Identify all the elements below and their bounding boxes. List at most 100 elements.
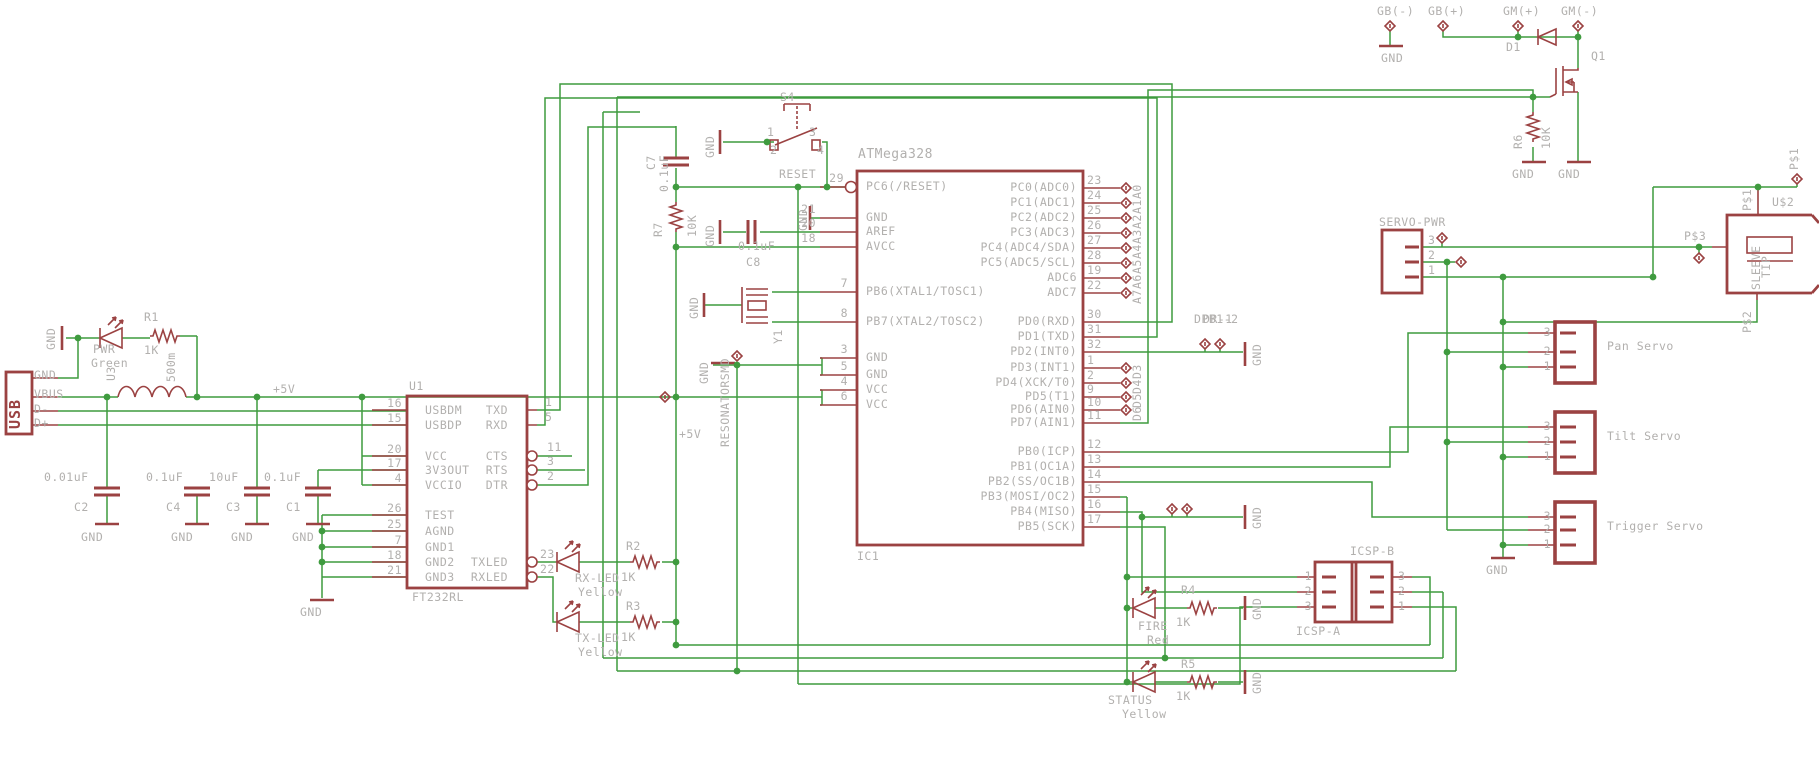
component-name-d1: D1 — [1506, 40, 1521, 54]
component-name-u3: U3 — [104, 366, 118, 381]
component-value-c7: 0.1uF — [657, 154, 671, 192]
pin-number: 2 — [547, 469, 555, 483]
pin-name: GND2 — [425, 555, 455, 569]
component-name-q1: Q1 — [1591, 49, 1606, 63]
component-value-r3: 1K — [621, 630, 636, 644]
led-label: Red — [1147, 633, 1170, 647]
pin-name: GND3 — [425, 570, 455, 584]
resistor-r2 — [629, 555, 661, 569]
net-label: A5 — [1130, 259, 1144, 274]
net-label: RESET — [779, 167, 817, 181]
pin-name: VBUS — [34, 387, 64, 401]
gnd-label: GND — [44, 327, 58, 350]
pin-name: PB7(XTAL2/TOSC2) — [866, 314, 985, 328]
gnd-label: GND — [300, 605, 323, 619]
net-label: A4 — [1130, 244, 1144, 259]
resistor-r3 — [629, 615, 661, 629]
pin-number: 3 — [1304, 599, 1312, 613]
component-name-r3: R3 — [626, 599, 641, 613]
connector-label: Trigger Servo — [1607, 519, 1704, 533]
led-label: Yellow — [578, 645, 623, 659]
pin-number: 8 — [840, 306, 848, 320]
net-label-gb-minus: GB(-) — [1377, 4, 1415, 18]
gnd-label: GND — [81, 530, 104, 544]
pin-name: AREF — [866, 224, 896, 238]
inductor-u3 — [117, 385, 187, 398]
gnd-label: GND — [171, 530, 194, 544]
pin-name: PC4(ADC4/SDA) — [980, 240, 1077, 254]
connector-label: SERVO-PWR — [1379, 215, 1446, 229]
pin-number: 24 — [1087, 188, 1102, 202]
pin-number: 4 — [840, 374, 848, 388]
pin-number: 1 — [1543, 359, 1551, 373]
pin-name: GND — [866, 350, 889, 364]
pin-name: RXLED — [470, 570, 508, 584]
led-label: TX-LED — [575, 631, 620, 645]
net-label-p3: P$3 — [1684, 229, 1707, 243]
gnd-label: GND — [796, 208, 810, 231]
gnd-label: GND — [697, 361, 711, 384]
pin-number: 1 — [1543, 537, 1551, 551]
component-name-r5: R5 — [1181, 657, 1196, 671]
net-label-gm-minus: GM(-) — [1561, 4, 1599, 18]
component-name-r7: R7 — [651, 222, 665, 237]
resistor-r7 — [669, 201, 683, 233]
net-label: +5V — [273, 382, 296, 396]
pin-name: PD2(INT0) — [1010, 344, 1077, 358]
pin-number: 22 — [540, 562, 555, 576]
pin-name: RTS — [485, 463, 508, 477]
pin-number: 25 — [1087, 203, 1102, 217]
pin-number: 4 — [817, 143, 825, 157]
pin-number: 23 — [540, 547, 555, 561]
net-label: D3 — [1130, 364, 1144, 379]
pin-number: 29 — [829, 171, 844, 185]
pin-name: PB0(ICP) — [1017, 444, 1077, 458]
pin-number: 2 — [1398, 584, 1406, 598]
component-value-r6: 10K — [1539, 126, 1553, 149]
pin-number: 1 — [1428, 263, 1436, 277]
component-value-c1: 0.1uF — [264, 470, 302, 484]
led-tx — [556, 600, 581, 633]
pin-name: PB2(SS/OC1B) — [987, 474, 1077, 488]
connector-label: USB — [6, 398, 24, 429]
pin-number: 18 — [387, 548, 402, 562]
component-name-c1: C1 — [286, 500, 301, 514]
net-label: A2 — [1130, 214, 1144, 229]
pin-name: PB1(OC1A) — [1010, 459, 1077, 473]
gnd-label: GND — [1512, 167, 1535, 181]
net-label-gb-plus: GB(+) — [1428, 4, 1466, 18]
pin-number: 12 — [1087, 437, 1102, 451]
pin-number: 14 — [1087, 467, 1102, 481]
pin-name: RXD — [485, 418, 508, 432]
net-label: D6 — [1130, 406, 1144, 421]
pin-number: 6 — [840, 389, 848, 403]
gnd-label: GND — [292, 530, 315, 544]
trigger-servo-box — [1553, 500, 1597, 565]
resistor-r6 — [1526, 111, 1540, 143]
pin-number: 21 — [801, 202, 816, 216]
component-name-u2: U$2 — [1772, 195, 1795, 209]
component-value-r4: 1K — [1176, 615, 1191, 629]
pin-number: 4 — [394, 471, 402, 485]
component-name-c3: C3 — [226, 500, 241, 514]
pin-number: 3 — [840, 342, 848, 356]
pin-name: PD7(AIN1) — [1010, 415, 1077, 429]
pin-number: 26 — [387, 501, 402, 515]
component-name-c7: C7 — [644, 155, 658, 170]
net-label: A7 — [1130, 289, 1144, 304]
pin-name: AVCC — [866, 239, 896, 253]
pin-number: 30 — [1087, 307, 1102, 321]
gnd-label: GND — [1486, 563, 1509, 577]
power-jack — [1725, 213, 1819, 295]
pin-number: 17 — [387, 456, 402, 470]
pin-name: D+ — [34, 416, 49, 430]
pin-number: 3 — [1543, 419, 1551, 433]
pin-name: USBDM — [425, 403, 463, 417]
pin-number: 23 — [1087, 173, 1102, 187]
pin-number: 10 — [1087, 395, 1102, 409]
resistor-r5 — [1186, 675, 1218, 689]
pin-name: VCC — [866, 382, 889, 396]
component-value-r1: 1K — [144, 343, 159, 357]
component-name-ic1: ATMega328 — [858, 147, 933, 162]
